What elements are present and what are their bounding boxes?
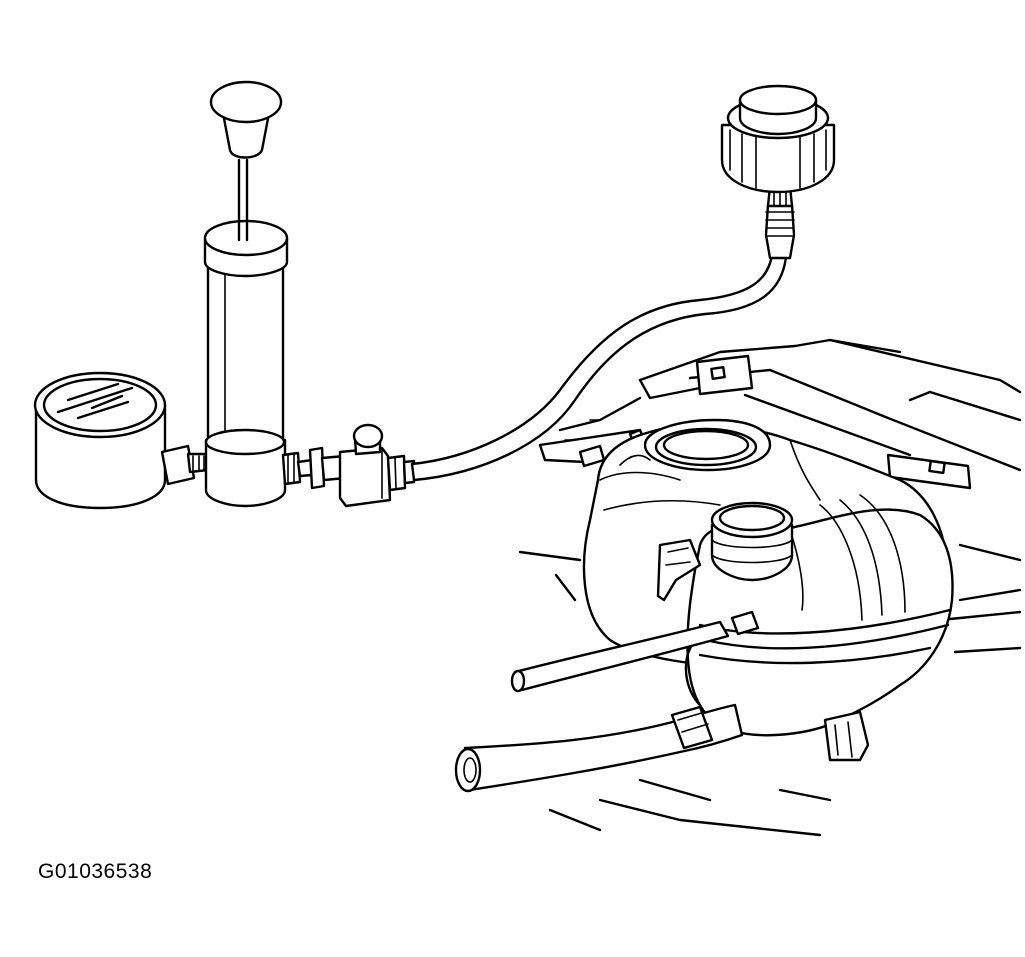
- pressure-tester: [35, 82, 834, 508]
- figure-id-label: G01036538: [38, 860, 153, 883]
- coolant-reservoir: [584, 420, 952, 760]
- pressure-gauge: [35, 373, 208, 508]
- valve-assembly: [283, 425, 414, 506]
- cap-adapter: [722, 86, 834, 258]
- hand-pump: [205, 82, 287, 506]
- radiator-hoses: [456, 622, 742, 791]
- engine-bay-structure: [520, 340, 1020, 835]
